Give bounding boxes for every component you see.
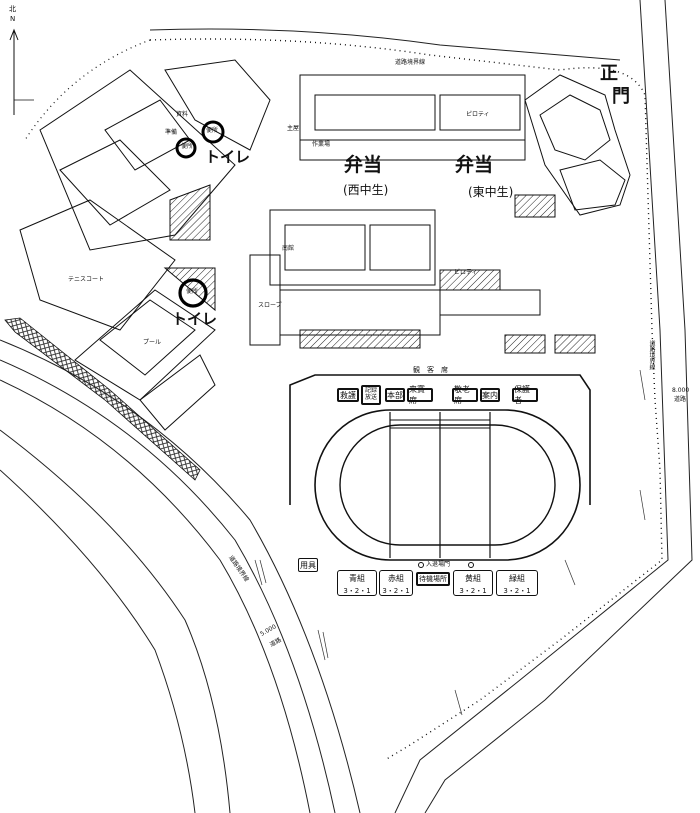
lunch-east-sub: (東中生): [468, 185, 514, 199]
north-letter: N: [10, 15, 16, 23]
embankment-marks: [254, 369, 646, 716]
team-blue-area: 青組 3・2・1: [337, 570, 377, 596]
toilet-north-label: トイレ: [205, 148, 251, 166]
slope-label: スロープ: [258, 302, 282, 309]
toilet-north-marker-icon: [175, 137, 197, 159]
team-yellow-name: 黄組: [465, 574, 481, 583]
lunch-west-sub: (西中生): [343, 183, 389, 197]
team-green-area: 緑組 3・2・1: [496, 570, 538, 596]
toilet-room-label-2: 便所: [206, 127, 219, 134]
pool-label: プール: [143, 339, 162, 346]
team-yellow-area: 黄組 3・2・1: [453, 570, 493, 596]
team-blue-grades: 3・2・1: [343, 587, 371, 595]
toilet-room-label-3: 便所: [186, 288, 199, 295]
tent-elders: 敬老席: [452, 385, 478, 405]
north-arrow-icon: [9, 28, 34, 115]
prep-room-label: 準備: [165, 129, 178, 136]
team-blue-name: 青組: [349, 574, 365, 583]
pilotis-b-label: ピロティ: [454, 269, 478, 276]
road-width-right-unit: 道路: [674, 396, 687, 403]
tent-guests: 来賓席: [407, 385, 433, 405]
entrance-gate-label: 入退場門: [426, 561, 451, 568]
equipment-tent: 用具: [298, 558, 318, 572]
west-area: [19, 59, 271, 431]
spectator-stands-label: 観 客 席: [413, 366, 448, 374]
road-label-top: 道路境界線: [395, 59, 426, 66]
tent-record-broadcast: 記録 放送: [361, 385, 381, 405]
tent-headquarters: 本部: [385, 388, 405, 402]
tent-information: 案内: [480, 388, 500, 402]
main-gate-label-2: 門: [612, 86, 630, 107]
toilet-south-label: トイレ: [172, 310, 218, 328]
lunch-west-title: 弁当: [344, 154, 383, 176]
team-red-area: 赤組 3・2・1: [379, 570, 413, 596]
waiting-area: 待機場所: [416, 572, 450, 586]
tennis-court-label: テニスコート: [68, 276, 105, 283]
south-building-label: 南館: [282, 245, 295, 252]
pilotis-a-label: ピロティ: [466, 111, 490, 118]
lunch-east-title: 弁当: [455, 154, 494, 176]
team-red-name: 赤組: [388, 574, 404, 583]
team-green-name: 緑組: [509, 574, 525, 583]
toilet-room-label-1: 便所: [181, 143, 194, 150]
tent-first-aid: 救護: [337, 388, 359, 402]
school-buildings: [249, 74, 631, 354]
entrance-gate-posts-icon: [418, 562, 474, 568]
road-width-right: 8.000: [672, 387, 690, 394]
toilet-south-marker-icon: [178, 278, 208, 308]
site-boundary: [24, 38, 663, 761]
team-red-grades: 3・2・1: [382, 587, 410, 595]
north-label: 北: [9, 5, 16, 13]
track-area: [289, 374, 591, 561]
team-green-grades: 3・2・1: [503, 587, 531, 595]
team-yellow-grades: 3・2・1: [459, 587, 487, 595]
workroom-label: 作業場: [312, 141, 331, 148]
road-label-right: 道路境界線: [648, 340, 655, 370]
main-gate-label-1: 正: [600, 63, 618, 84]
tent-guardians: 保護者: [512, 385, 538, 405]
main-building-label: 主屋: [287, 125, 300, 132]
boundary-wall: [4, 317, 201, 481]
store-room-label: 資料: [176, 111, 189, 118]
toilet-north2-marker-icon: [201, 120, 225, 144]
